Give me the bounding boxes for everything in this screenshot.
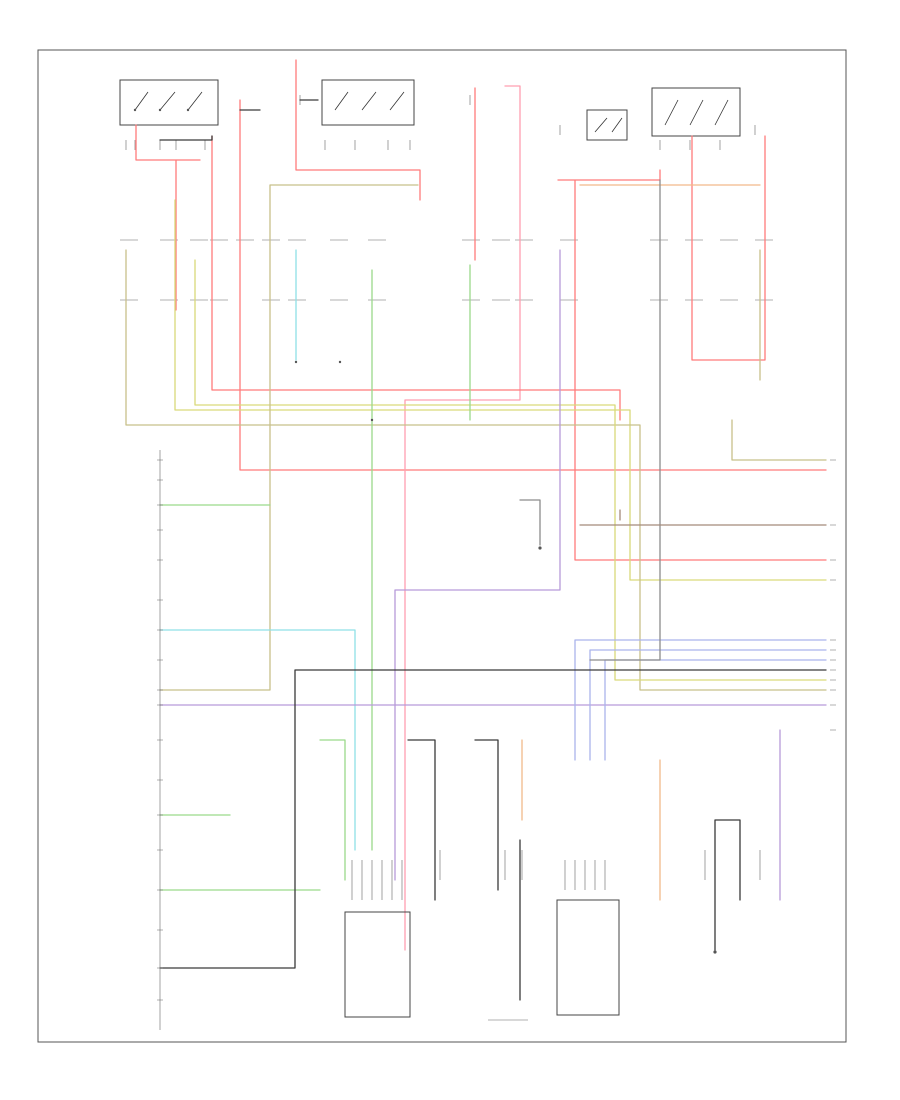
wire-red-3	[295, 59, 421, 201]
relay-4	[651, 87, 741, 137]
wire-tan-1	[125, 249, 827, 691]
connector-group	[439, 850, 761, 1021]
wire-orange-1	[521, 184, 761, 901]
relay-2	[321, 79, 415, 126]
module-bottom-2	[556, 860, 620, 1016]
wire-tan-2	[731, 249, 827, 461]
wire-blue-1	[574, 639, 827, 761]
wire-black-3	[407, 739, 741, 1001]
wire-black-2	[159, 99, 319, 141]
wire-red-2	[239, 99, 827, 471]
ground-marks	[294, 360, 717, 954]
wire-brown-1	[579, 509, 827, 526]
wire-black-1	[159, 669, 827, 969]
wire-red-6	[691, 135, 766, 361]
fuse-marks	[120, 95, 773, 301]
wire-green-2	[159, 264, 471, 891]
wire-violet-1	[394, 249, 561, 881]
wire-red-7	[211, 135, 621, 421]
wire-tan-3	[159, 184, 419, 691]
wire-yellow-1	[174, 199, 827, 581]
diagram-frame	[37, 49, 847, 1043]
right-terminals	[830, 459, 836, 731]
wire-violet-2	[159, 704, 827, 901]
wire-gray-1	[519, 179, 661, 661]
wire-yellow-2	[194, 259, 827, 681]
wire-pink-1	[404, 85, 521, 951]
module-bottom-1	[344, 860, 411, 1018]
relay-1	[119, 79, 219, 126]
relay-3	[586, 109, 628, 141]
wire-cyan-1	[159, 249, 356, 851]
module-left-pins	[157, 450, 163, 1030]
wire-green-1	[159, 269, 373, 851]
wire-red-1	[135, 124, 201, 311]
